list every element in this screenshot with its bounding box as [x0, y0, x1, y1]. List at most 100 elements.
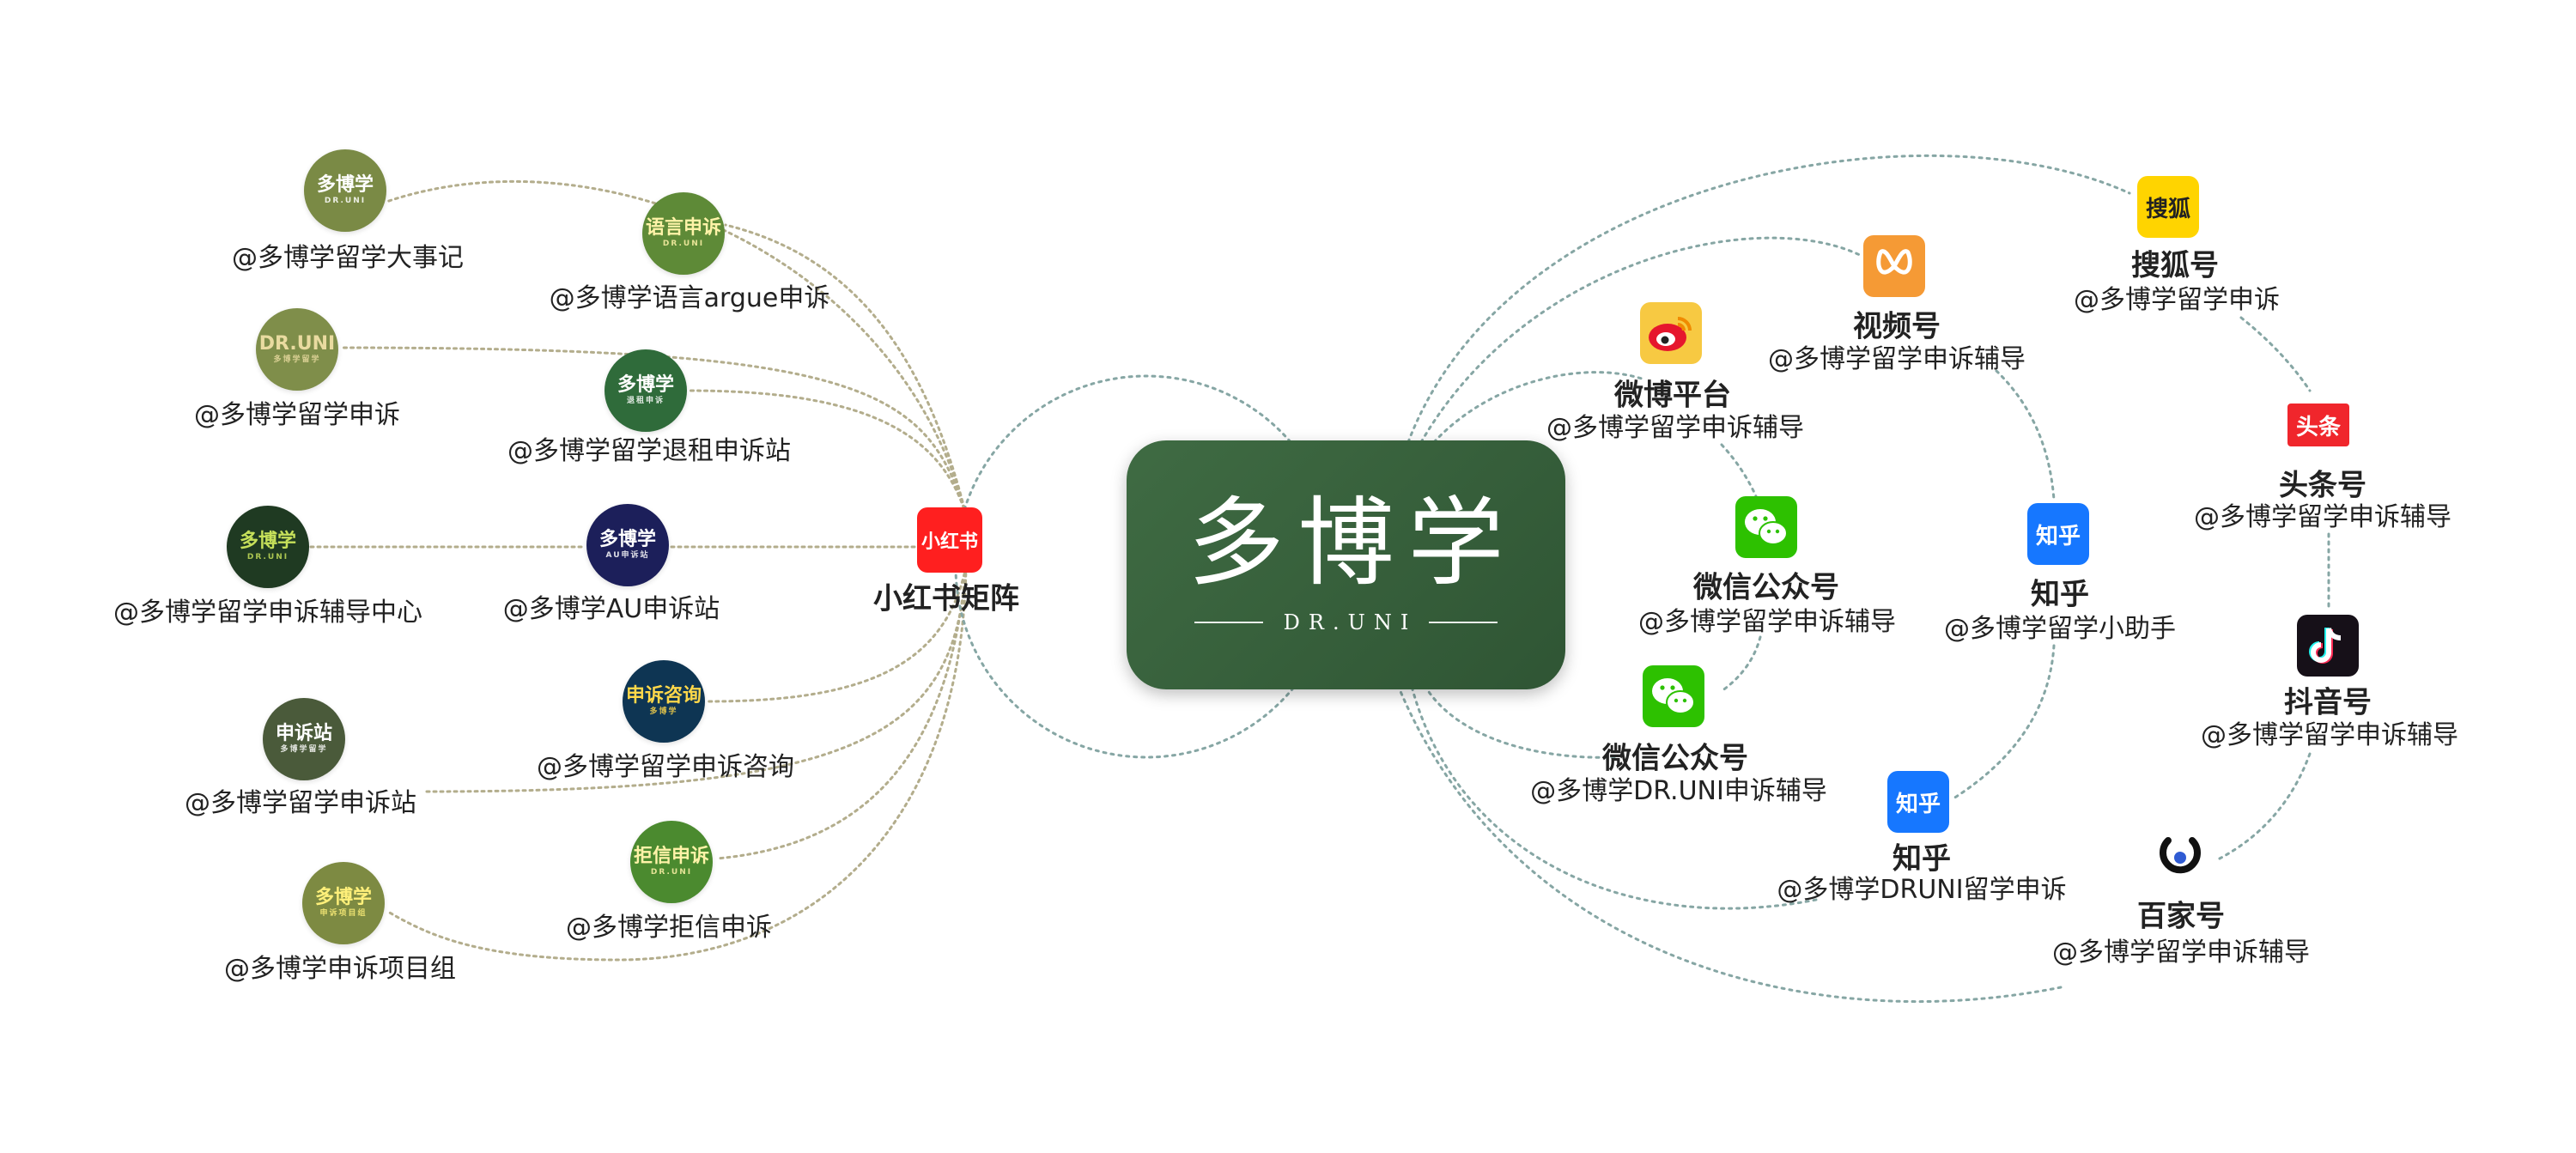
- weibo-icon[interactable]: [1640, 302, 1702, 364]
- platform-handle[interactable]: @多博学DR.UNI申诉辅导: [1530, 776, 1827, 806]
- link-xhs-account-10: [715, 565, 968, 860]
- toutiao-icon[interactable]: 头条: [2287, 404, 2349, 446]
- zhihu-icon[interactable]: 知乎: [1887, 771, 1949, 833]
- xiaohongshu-icon-text: 小红书: [920, 531, 978, 553]
- platform-title: 微信公众号: [1602, 741, 1748, 776]
- link-xhs-account-3: [340, 346, 968, 517]
- account-handle[interactable]: @多博学留学退租申诉站: [507, 436, 791, 466]
- link-loop-mid-1: [1419, 236, 1863, 444]
- brand-title: 多博学: [1188, 488, 1518, 599]
- account-handle[interactable]: @多博学留学大事记: [232, 243, 464, 273]
- platform-handle[interactable]: @多博学留学申诉辅导: [1768, 344, 2026, 374]
- xiaohongshu-icon[interactable]: 小红书: [917, 507, 982, 573]
- link-loop-outer-2: [2239, 316, 2312, 392]
- zhihu-icon[interactable]: 知乎: [2027, 503, 2089, 565]
- avatar-text: 多博学: [617, 374, 674, 397]
- avatar-text: 多博学: [239, 531, 296, 553]
- wechat-icon[interactable]: [1643, 665, 1704, 727]
- platform-title: 视频号: [1853, 309, 1941, 344]
- avatar-subtext: 退租申诉: [626, 397, 665, 406]
- link-loop-inner-1: [1432, 371, 1646, 444]
- avatar-text: DR.UNI: [258, 333, 336, 355]
- platform-handle[interactable]: @多博学留学申诉辅导: [1546, 413, 1804, 443]
- avatar-text: 拒信申诉: [633, 846, 709, 868]
- account-handle[interactable]: @多博学AU申诉站: [502, 594, 720, 624]
- link-xhs-account-7: [423, 565, 968, 793]
- account-avatar[interactable]: 多博学退租申诉: [605, 349, 687, 432]
- platform-title: 搜狐号: [2131, 248, 2219, 283]
- platform-icon-text: 知乎: [1895, 791, 1941, 817]
- link-loop-mid-2: [1995, 369, 2056, 501]
- avatar-subtext: DR.UNI: [650, 868, 693, 877]
- link-loop-mid-3: [1952, 644, 2056, 800]
- platform-handle[interactable]: @多博学留学申诉辅导: [1638, 607, 1896, 637]
- brand-subtitle: DR.UNI: [1283, 610, 1418, 634]
- platform-handle[interactable]: @多博学留学申诉辅导: [2052, 938, 2310, 968]
- link-xhs-account-2: [724, 223, 968, 517]
- sohu-icon[interactable]: 搜狐: [2137, 176, 2199, 238]
- xiaohongshu-matrix-label: 小红书矩阵: [873, 581, 1019, 616]
- link-loop-outer-5: [1398, 688, 2063, 1004]
- platform-title: 百家号: [2137, 899, 2225, 934]
- account-handle[interactable]: @多博学语言argue申诉: [549, 283, 830, 313]
- channels-icon[interactable]: [1863, 235, 1925, 297]
- brand-subtitle-row: DR.UNI: [1194, 610, 1498, 634]
- divider: [1429, 622, 1498, 623]
- wechat-icon[interactable]: [1735, 496, 1797, 558]
- platform-handle[interactable]: @多博学留学申诉辅导: [2201, 720, 2458, 750]
- avatar-subtext: DR.UNI: [662, 240, 705, 249]
- avatar-subtext: DR.UNI: [246, 553, 289, 562]
- platform-handle[interactable]: @多博学DRUNI留学申诉: [1777, 875, 2067, 905]
- account-handle[interactable]: @多博学留学申诉站: [185, 788, 416, 818]
- platform-icon-text: 头条: [2295, 414, 2341, 440]
- avatar-text: 多博学: [314, 887, 372, 909]
- avatar-subtext: 多博学留学: [273, 355, 321, 365]
- link-loop-inner-2: [1720, 443, 1758, 498]
- account-avatar[interactable]: 申诉站多博学留学: [263, 698, 345, 780]
- avatar-subtext: 多博学: [649, 707, 678, 717]
- platform-title: 头条号: [2279, 468, 2366, 503]
- platform-icon-text: 搜狐: [2145, 196, 2190, 222]
- platform-title: 微信公众号: [1693, 570, 1839, 605]
- platform-handle[interactable]: @多博学留学申诉辅导: [2194, 502, 2451, 532]
- account-handle[interactable]: @多博学留学申诉: [194, 400, 400, 430]
- avatar-text: 多博学: [316, 174, 374, 197]
- link-xhs-account-8: [706, 565, 968, 703]
- platform-handle[interactable]: @多博学留学申诉: [2074, 285, 2280, 315]
- platform-title: 知乎: [1893, 841, 1951, 877]
- baijiahao-icon[interactable]: [2149, 827, 2211, 889]
- avatar-subtext: 申诉项目组: [319, 909, 368, 919]
- avatar-text: 语言申诉: [645, 217, 721, 240]
- account-handle[interactable]: @多博学留学申诉咨询: [537, 752, 794, 782]
- platform-title: 抖音号: [2284, 685, 2372, 720]
- platform-title: 微博平台: [1614, 378, 1731, 413]
- divider: [1194, 622, 1263, 623]
- account-handle[interactable]: @多博学申诉项目组: [224, 954, 456, 984]
- avatar-text: 多博学: [598, 529, 656, 551]
- link-loop-inner-3: [1720, 635, 1762, 693]
- link-xhs-account-1: [385, 179, 968, 517]
- account-handle[interactable]: @多博学拒信申诉: [566, 913, 772, 943]
- avatar-text: 申诉咨询: [625, 685, 702, 707]
- platform-handle[interactable]: @多博学留学小助手: [1944, 614, 2176, 644]
- link-loop-outer-4: [2218, 752, 2312, 860]
- link-loop-mid-4: [1411, 688, 1818, 910]
- account-handle[interactable]: @多博学留学申诉辅导中心: [113, 598, 422, 628]
- account-avatar[interactable]: 申诉咨询多博学: [623, 660, 705, 743]
- douyin-icon[interactable]: [2297, 615, 2359, 677]
- avatar-subtext: DR.UNI: [324, 197, 367, 206]
- avatar-subtext: 多博学留学: [280, 745, 328, 755]
- center-brand-node[interactable]: 多博学 DR.UNI: [1127, 440, 1565, 689]
- platform-icon-text: 知乎: [2035, 523, 2081, 549]
- avatar-text: 申诉站: [275, 723, 332, 745]
- platform-title: 知乎: [2031, 577, 2089, 612]
- account-avatar[interactable]: 多博学申诉项目组: [302, 862, 385, 944]
